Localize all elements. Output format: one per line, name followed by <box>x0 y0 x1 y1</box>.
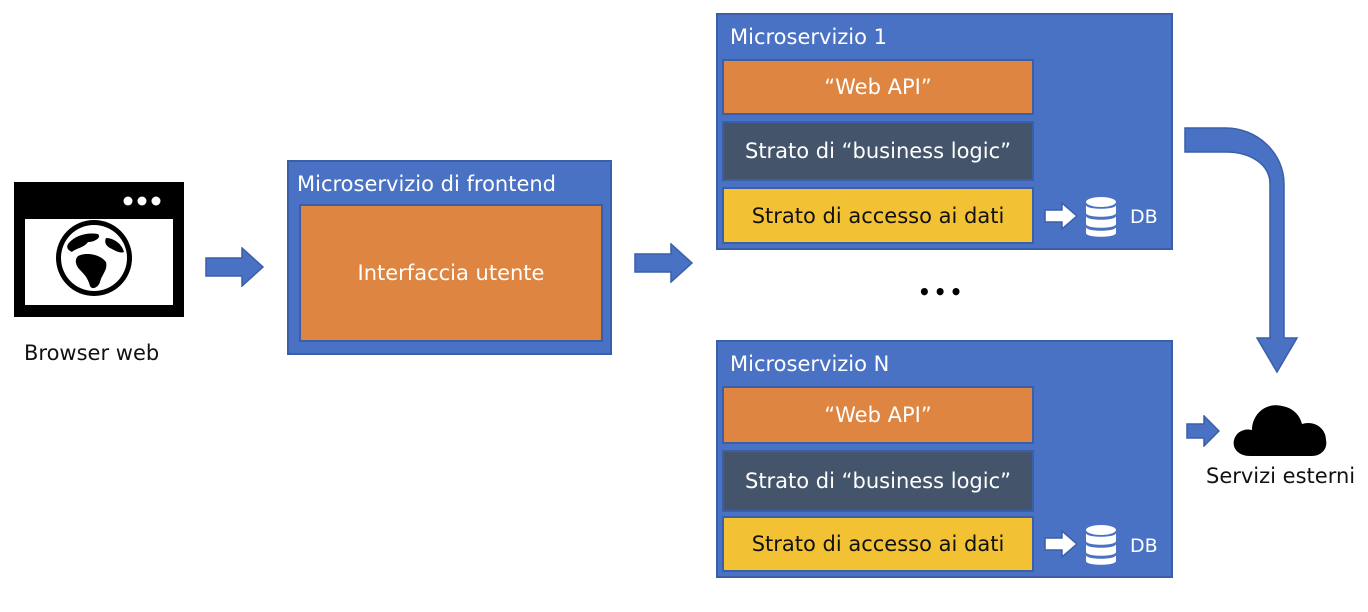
arrow-to-db-icon <box>1044 202 1078 230</box>
web-api-layer: “Web API” <box>722 59 1034 115</box>
web-api-label: “Web API” <box>824 403 932 427</box>
microservice-n-title: Microservizio N <box>730 352 890 376</box>
db-label: DB <box>1130 206 1158 228</box>
microservice-1-title: Microservizio 1 <box>730 25 888 49</box>
arrow-frontend-to-services <box>634 243 694 283</box>
ui-layer: Interfaccia utente <box>299 204 603 342</box>
database-icon <box>1086 525 1116 565</box>
web-api-layer: “Web API” <box>722 386 1034 444</box>
more-services-ellipsis: ••• <box>918 280 966 304</box>
frontend-title: Microservizio di frontend <box>297 172 557 196</box>
external-services-label: Servizi esterni <box>1206 464 1356 488</box>
business-logic-label: Strato di “business logic” <box>744 469 1012 493</box>
frontend-microservice: Microservizio di frontend Interfaccia ut… <box>287 160 612 355</box>
arrow-serviceN-to-external <box>1186 415 1220 447</box>
business-logic-label: Strato di “business logic” <box>744 139 1012 163</box>
data-access-label: Strato di accesso ai dati <box>751 532 1005 556</box>
web-api-label: “Web API” <box>824 75 932 99</box>
database-icon <box>1086 197 1116 237</box>
arrow-service1-to-external <box>1184 127 1299 374</box>
ui-layer-label: Interfaccia utente <box>357 261 545 285</box>
browser-globe-icon <box>14 182 184 317</box>
business-logic-layer: Strato di “business logic” <box>722 121 1034 181</box>
data-access-layer: Strato di accesso ai dati <box>722 187 1034 244</box>
business-logic-layer: Strato di “business logic” <box>722 450 1034 512</box>
browser-label: Browser web <box>24 341 160 365</box>
arrow-browser-to-frontend <box>205 247 265 287</box>
data-access-label: Strato di accesso ai dati <box>751 203 1005 228</box>
microservice-n: Microservizio N “Web API” Strato di “bus… <box>716 340 1173 578</box>
cloud-icon <box>1233 405 1327 456</box>
db-label: DB <box>1130 535 1158 557</box>
browser-node <box>14 182 184 317</box>
data-access-layer: Strato di accesso ai dati <box>722 516 1034 572</box>
microservice-1: Microservizio 1 “Web API” Strato di “bus… <box>716 13 1173 250</box>
arrow-to-db-icon <box>1044 530 1078 558</box>
